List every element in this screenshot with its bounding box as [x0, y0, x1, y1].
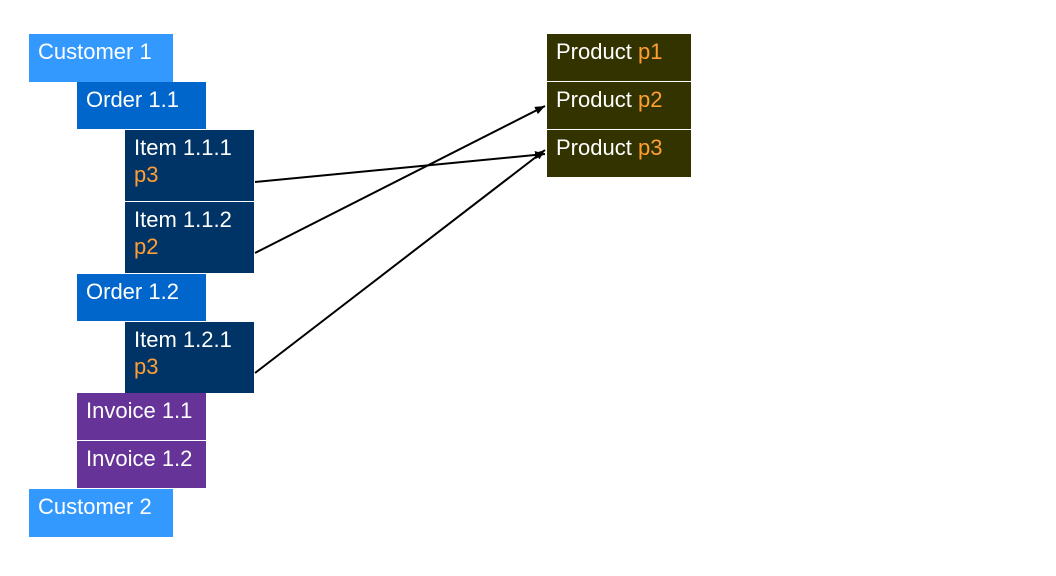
- invoice-1-2-box: Invoice 1.2: [77, 441, 206, 488]
- product-p2-label: Product: [556, 87, 632, 112]
- item-1-2-1-label: Item 1.2.1: [134, 327, 232, 352]
- order-1-2-box: Order 1.2: [77, 274, 206, 321]
- item-1-1-2-box: Item 1.1.2 p2: [125, 202, 254, 273]
- arrow-item-1-1-1-to-product-p3: [254, 150, 546, 183]
- item-1-1-1-label: Item 1.1.1: [134, 135, 232, 160]
- product-p1-id: p1: [637, 39, 663, 64]
- customer-1-box: Customer 1: [29, 34, 173, 82]
- product-p3-id: p3: [637, 135, 663, 160]
- order-1-2-label: Order 1.2: [86, 279, 179, 304]
- customer-2-box: Customer 2: [29, 489, 173, 537]
- customer-2-label: Customer 2: [38, 494, 152, 519]
- arrow-item-1-2-1-to-product-p3: [254, 149, 546, 374]
- product-p2-box: Product p2: [547, 82, 691, 129]
- arrow-item-1-1-2-to-product-p2: [254, 105, 546, 254]
- invoice-1-1-box: Invoice 1.1: [77, 393, 206, 440]
- customer-1-label: Customer 1: [38, 39, 152, 64]
- order-1-1-label: Order 1.1: [86, 87, 179, 112]
- item-1-1-1-product-ref: p3: [134, 162, 159, 187]
- product-p1-box: Product p1: [547, 34, 691, 81]
- item-1-1-2-product-ref: p2: [134, 234, 159, 259]
- product-p3-label: Product: [556, 135, 632, 160]
- invoice-1-2-label: Invoice 1.2: [86, 446, 193, 471]
- product-p2-id: p2: [637, 87, 663, 112]
- invoice-1-1-label: Invoice 1.1: [86, 398, 193, 423]
- item-1-1-1-box: Item 1.1.1 p3: [125, 130, 254, 201]
- item-1-2-1-box: Item 1.2.1 p3: [125, 322, 254, 393]
- item-1-2-1-product-ref: p3: [134, 354, 159, 379]
- item-1-1-2-label: Item 1.1.2: [134, 207, 232, 232]
- product-p3-box: Product p3: [547, 130, 691, 177]
- order-1-1-box: Order 1.1: [77, 82, 206, 129]
- product-p1-label: Product: [556, 39, 632, 64]
